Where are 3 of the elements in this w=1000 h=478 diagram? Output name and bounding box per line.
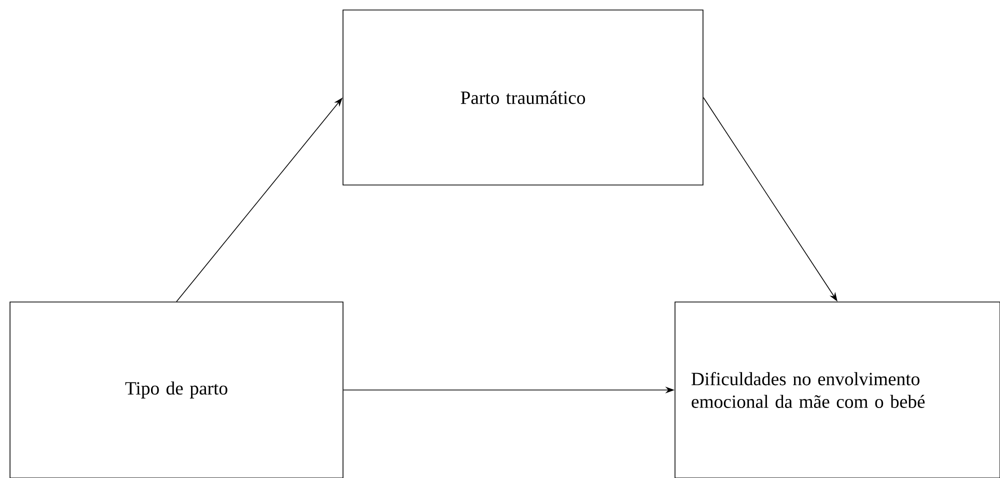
process-box: Tipo de parto [10,302,344,478]
process-box: Parto traumático [342,10,704,186]
process-box: Dificuldades no envolvimento emocional da mãe com o bebé [674,302,1000,478]
